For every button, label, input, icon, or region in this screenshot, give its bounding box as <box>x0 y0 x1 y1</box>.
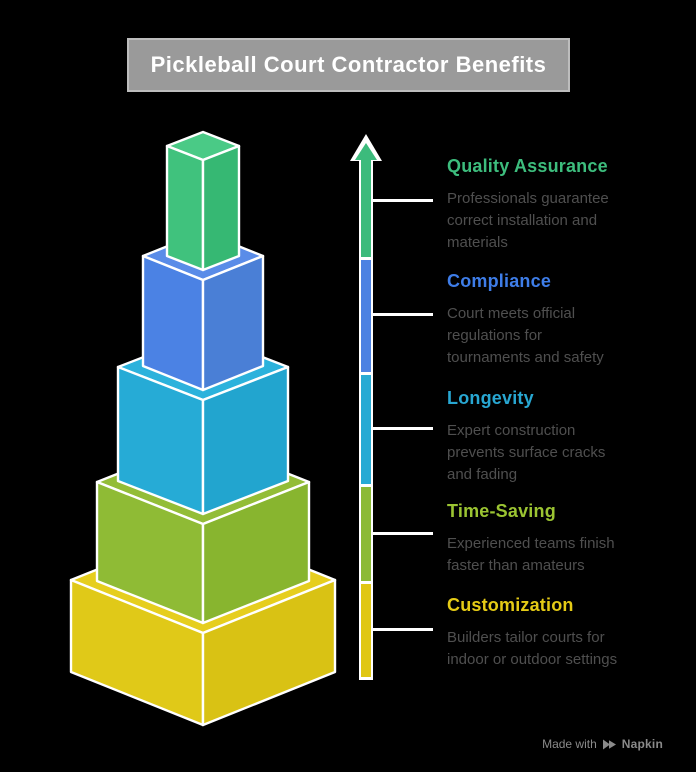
box-right-face <box>201 480 311 625</box>
box-right-face <box>201 254 265 392</box>
pyramid-box-quality-assurance <box>165 130 241 272</box>
page-title: Pickleball Court Contractor Benefits <box>127 38 570 92</box>
tick-line <box>373 628 433 631</box>
benefit-description: Court meets official regulations for tou… <box>447 305 604 366</box>
benefit-section-customization: Customization Builders tailor courts for… <box>447 595 667 671</box>
benefit-title: Time-Saving <box>447 501 556 521</box>
benefit-section-compliance: Compliance Court meets official regulati… <box>447 271 667 369</box>
benefit-section-quality-assurance: Quality Assurance Professionals guarante… <box>447 156 667 254</box>
box-right-face <box>201 144 241 272</box>
progress-arrow <box>350 134 433 680</box>
arrowhead-fill <box>355 143 377 160</box>
benefit-title: Quality Assurance <box>447 156 608 176</box>
tick-line <box>373 313 433 316</box>
tick-line <box>373 427 433 430</box>
benefit-description: Professionals guarantee correct installa… <box>447 190 609 251</box>
box-left-face <box>165 144 205 272</box>
tick-line <box>373 199 433 202</box>
arrow-segment-quality-assurance <box>361 158 371 257</box>
arrow-segment-customization <box>361 584 371 677</box>
made-with-label: Made with <box>542 737 597 751</box>
benefit-description: Builders tailor courts for indoor or out… <box>447 629 618 668</box>
napkin-credit-link[interactable]: Made with Napkin <box>542 735 663 753</box>
benefit-section-time-saving: Time-Saving Experienced teams finish fas… <box>447 501 667 577</box>
napkin-double-triangle-icon <box>602 739 616 749</box>
napkin-brand-label: Napkin <box>621 737 663 751</box>
box-left-face <box>141 254 205 392</box>
benefit-title: Compliance <box>447 271 552 291</box>
benefit-description: Experienced teams finish faster than ama… <box>447 535 615 574</box>
box-right-face <box>201 578 337 727</box>
box-right-face <box>201 365 290 516</box>
tick-line <box>373 532 433 535</box>
benefit-description: Expert construction prevents surface cra… <box>447 422 606 483</box>
pyramid-box-customization <box>69 525 337 727</box>
arrow-segment-time-saving <box>361 487 371 581</box>
arrow-segment-compliance <box>361 260 371 372</box>
benefit-title: Longevity <box>447 388 534 408</box>
arrow-segment-longevity <box>361 375 371 484</box>
benefit-title: Customization <box>447 595 574 615</box>
benefit-section-longevity: Longevity Expert construction prevents s… <box>447 388 667 486</box>
